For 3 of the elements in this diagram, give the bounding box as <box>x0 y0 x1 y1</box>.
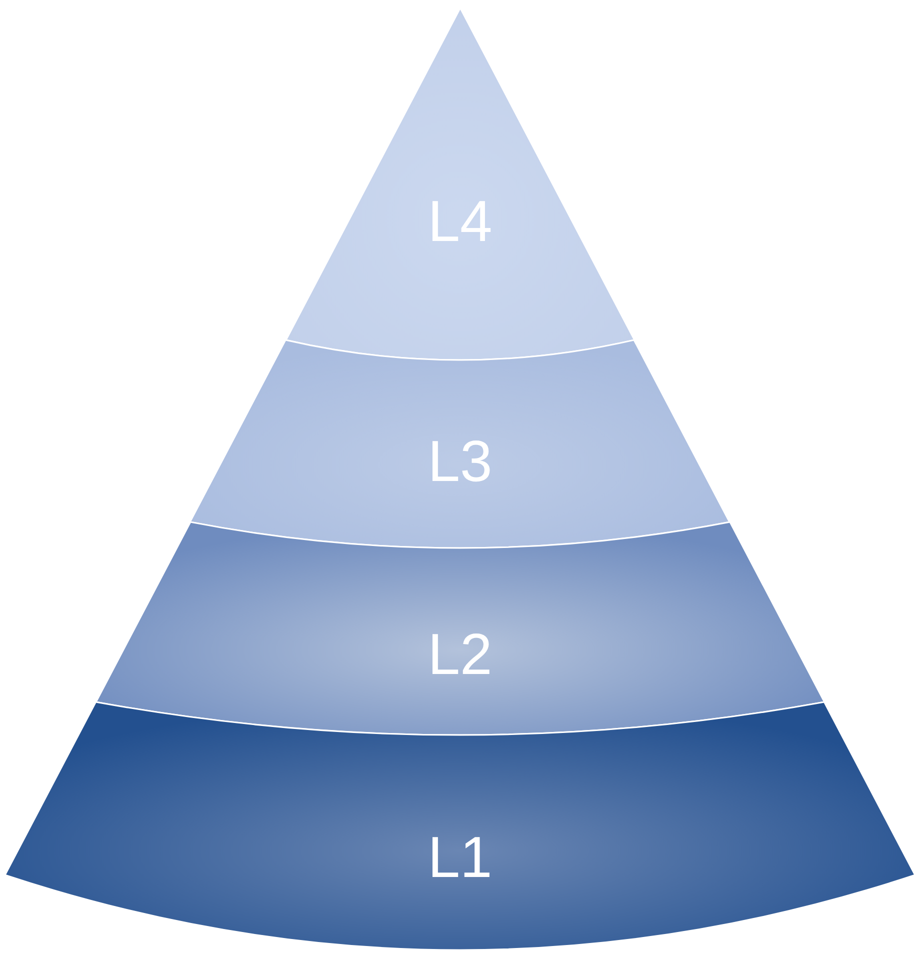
layer-label: L1 <box>428 829 492 887</box>
layer-label: L2 <box>428 626 492 684</box>
layer-label: L3 <box>428 433 492 491</box>
